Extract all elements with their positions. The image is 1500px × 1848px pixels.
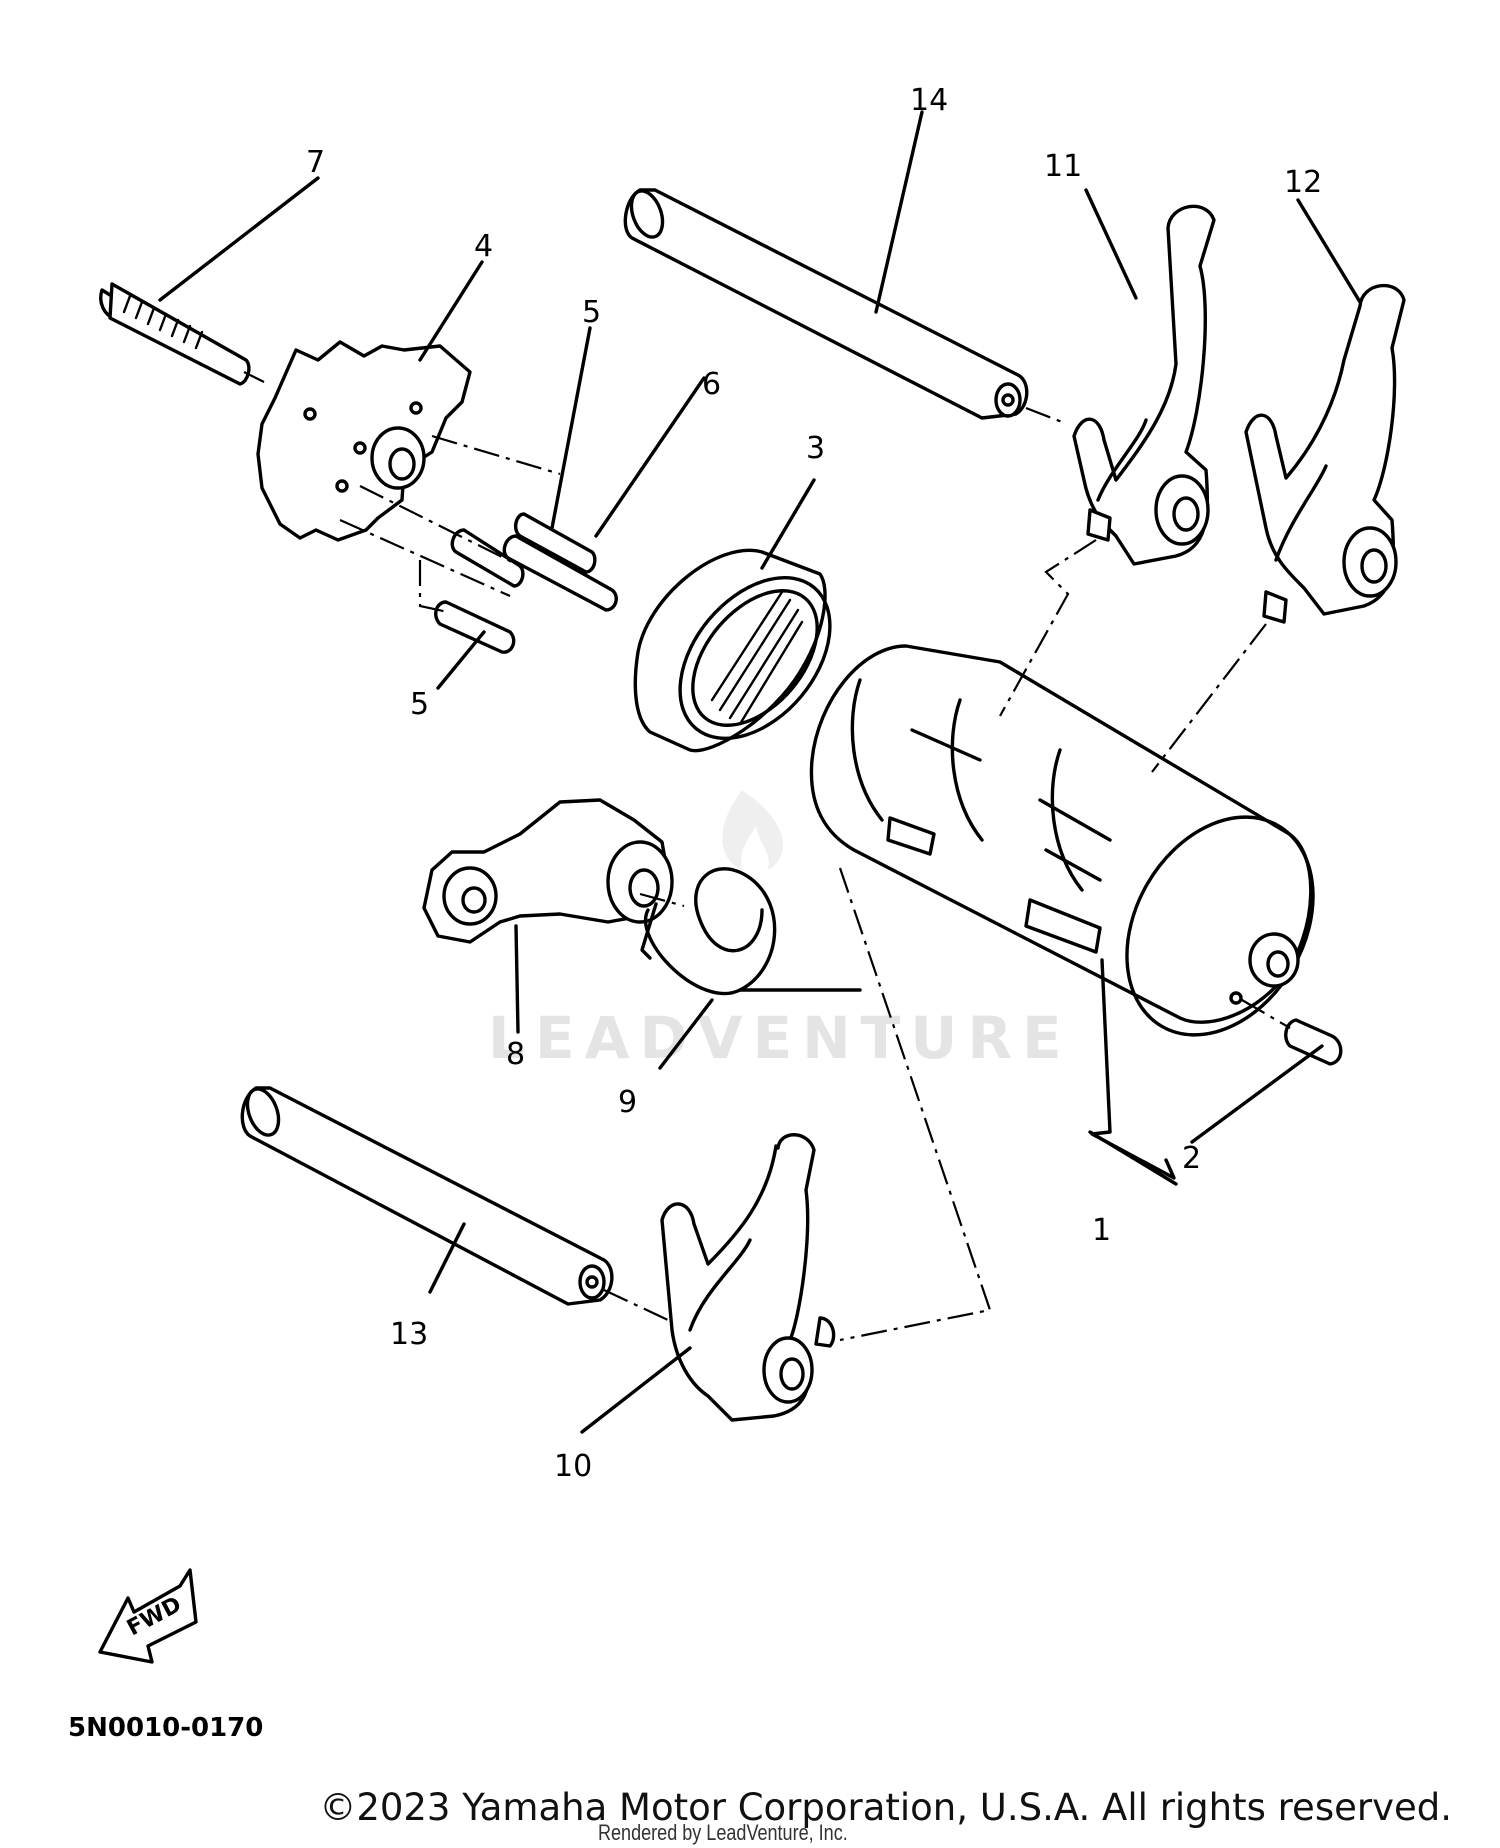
part-14-shift-shaft[interactable] bbox=[623, 187, 1029, 420]
callout-5-top: 5 bbox=[582, 295, 601, 330]
part-4-segment[interactable] bbox=[256, 340, 472, 542]
part-11-shift-fork[interactable] bbox=[1072, 204, 1216, 566]
part-3-bearing[interactable] bbox=[633, 548, 860, 767]
callout-14: 14 bbox=[910, 83, 948, 118]
alignment-lines bbox=[243, 371, 1291, 1342]
part-12-shift-fork[interactable] bbox=[1244, 283, 1406, 624]
part-13-shift-shaft[interactable] bbox=[240, 1085, 614, 1306]
copyright-notice: ©2023 Yamaha Motor Corporation, U.S.A. A… bbox=[319, 1786, 1452, 1829]
watermark: LEADVENTURE bbox=[488, 790, 1072, 1072]
part-8-stopper-lever[interactable] bbox=[422, 798, 674, 944]
callout-6: 6 bbox=[702, 367, 721, 402]
part-10-shift-fork[interactable] bbox=[660, 1133, 836, 1422]
callout-1: 1 bbox=[1092, 1213, 1111, 1248]
part-7-bolt[interactable] bbox=[99, 282, 251, 386]
part-1-shift-drum[interactable] bbox=[809, 644, 1350, 1068]
callout-11: 11 bbox=[1044, 149, 1082, 184]
leader-lines bbox=[158, 110, 1362, 1434]
callout-5-bottom: 5 bbox=[410, 687, 429, 722]
callout-labels: 7 4 5 6 3 14 11 12 5 8 9 2 1 13 10 bbox=[306, 83, 1322, 1484]
callout-4: 4 bbox=[474, 229, 493, 264]
callout-7: 7 bbox=[306, 145, 325, 180]
part-9-torsion-spring[interactable] bbox=[640, 867, 862, 996]
part-6-long-pin[interactable] bbox=[502, 534, 618, 612]
part-2-pin[interactable] bbox=[1284, 1018, 1343, 1066]
diagram-code: 5N0010-0170 bbox=[68, 1713, 263, 1743]
callout-3: 3 bbox=[806, 431, 825, 466]
watermark-text: LEADVENTURE bbox=[488, 1004, 1072, 1072]
fwd-arrow-icon: FWD bbox=[98, 1568, 198, 1664]
callout-8: 8 bbox=[506, 1037, 525, 1072]
callout-12: 12 bbox=[1284, 165, 1322, 200]
rendered-by-credit: Rendered by LeadVenture, Inc. bbox=[598, 1820, 848, 1845]
callout-13: 13 bbox=[390, 1317, 428, 1352]
part-5-pins[interactable] bbox=[434, 512, 597, 654]
callout-10: 10 bbox=[554, 1449, 592, 1484]
callout-9: 9 bbox=[618, 1085, 637, 1120]
callout-2: 2 bbox=[1182, 1141, 1201, 1176]
